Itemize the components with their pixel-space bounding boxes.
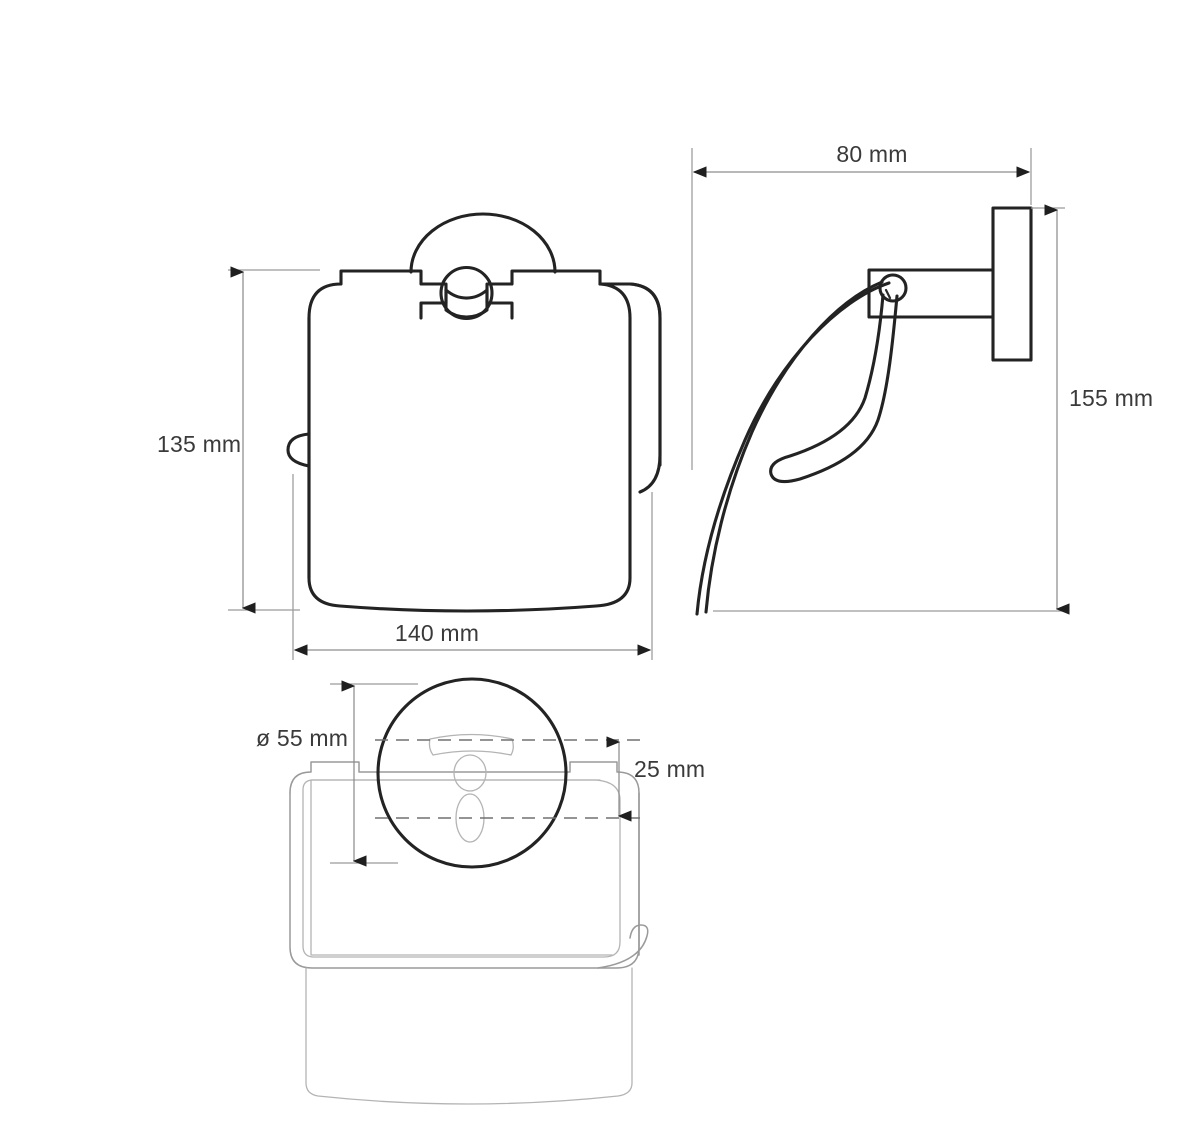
dimension-top-diameter: ø 55 mm [256,680,418,867]
dim-label-front-width: 140 mm [395,620,479,646]
side-view: 80 mm 155 mm [691,141,1153,616]
side-arm [867,268,995,319]
top-paper-roll-body [305,967,633,1105]
front-left-hook-icon [286,432,311,468]
side-wall-plate [991,206,1033,362]
front-holder-bar [598,282,662,494]
dimension-front-height: 135 mm [157,266,320,614]
dim-label-front-height: 135 mm [157,431,241,457]
top-holder-bar [597,924,649,969]
dimension-front-width: 140 mm [292,474,653,660]
front-dome-top [409,212,557,274]
dimension-side-height: 155 mm [713,204,1153,615]
front-hinge-knob [439,265,494,321]
top-cover-outline [289,761,640,956]
front-hinge-oval [444,288,489,300]
dimension-top-offset: 25 mm [606,736,705,822]
top-wall-plate-circle [376,677,568,869]
top-view: ø 55 mm 25 mm [256,677,705,1105]
dim-label-side-height: 155 mm [1069,385,1153,411]
dim-label-top-diameter: ø 55 mm [256,725,348,751]
top-cover-frame [289,792,640,969]
front-cover-body [307,282,632,613]
side-cover-flap [695,281,891,616]
side-arm-notch [884,288,892,300]
front-cover-outline [307,269,662,467]
side-holder-hook [769,293,899,484]
side-cover-flap-inner [704,280,884,614]
dimension-side-depth: 80 mm [691,141,1032,470]
top-plate-arc-slot [428,733,514,756]
front-view: 135 mm 140 mm [157,212,662,660]
dim-label-top-offset: 25 mm [634,756,705,782]
dim-label-side-depth: 80 mm [836,141,907,167]
top-inner-left [302,779,621,958]
top-plate-screw-hole-upper [453,754,487,792]
